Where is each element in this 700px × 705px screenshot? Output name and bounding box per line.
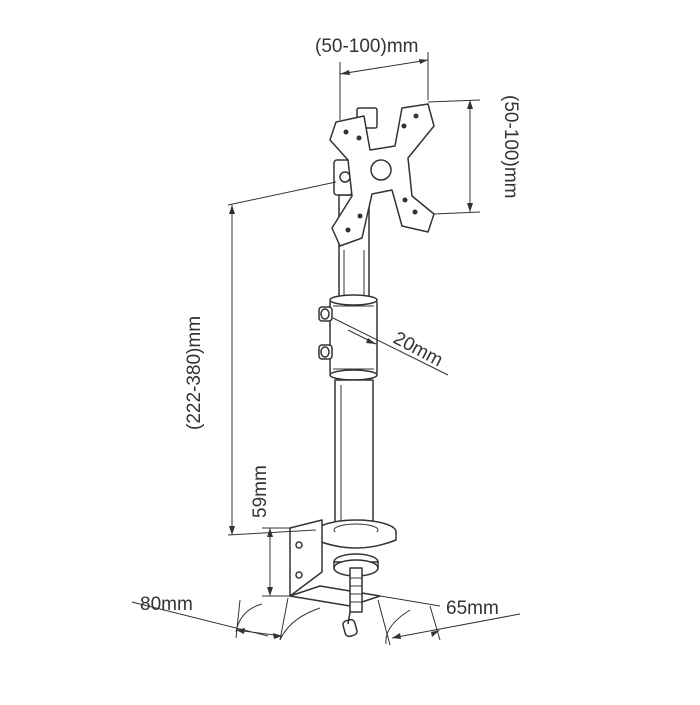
clamp-width-label: 65mm: [446, 598, 499, 619]
dimension-vesa-width: (50-100)mm: [315, 36, 429, 120]
vesa-plate: [329, 103, 435, 247]
lock-knob-icon: [318, 306, 333, 322]
pole-diameter-label: 20mm: [390, 328, 446, 371]
lock-knob-icon: [318, 344, 333, 360]
clamp-depth-label: 80mm: [140, 594, 193, 615]
lower-pole: [334, 379, 374, 531]
dimension-clamp-depth: 80mm: [131, 594, 289, 641]
dimension-vesa-height: (50-100)mm: [427, 95, 521, 215]
dimension-clamp-height: 59mm: [250, 465, 292, 597]
height-range-label: (222-380)mm: [184, 316, 205, 430]
clamp-handle-icon: [342, 611, 358, 638]
dimension-clamp-width: 65mm: [377, 595, 521, 646]
vesa-height-label: (50-100)mm: [500, 95, 521, 198]
dimension-height-range: (222-380)mm: [184, 181, 337, 536]
desk-outline: [235, 603, 411, 645]
vesa-width-label: (50-100)mm: [315, 36, 418, 57]
height-adjust-collar: [318, 294, 378, 381]
clamp-height-label: 59mm: [250, 465, 271, 518]
desk-clamp: [289, 519, 397, 638]
